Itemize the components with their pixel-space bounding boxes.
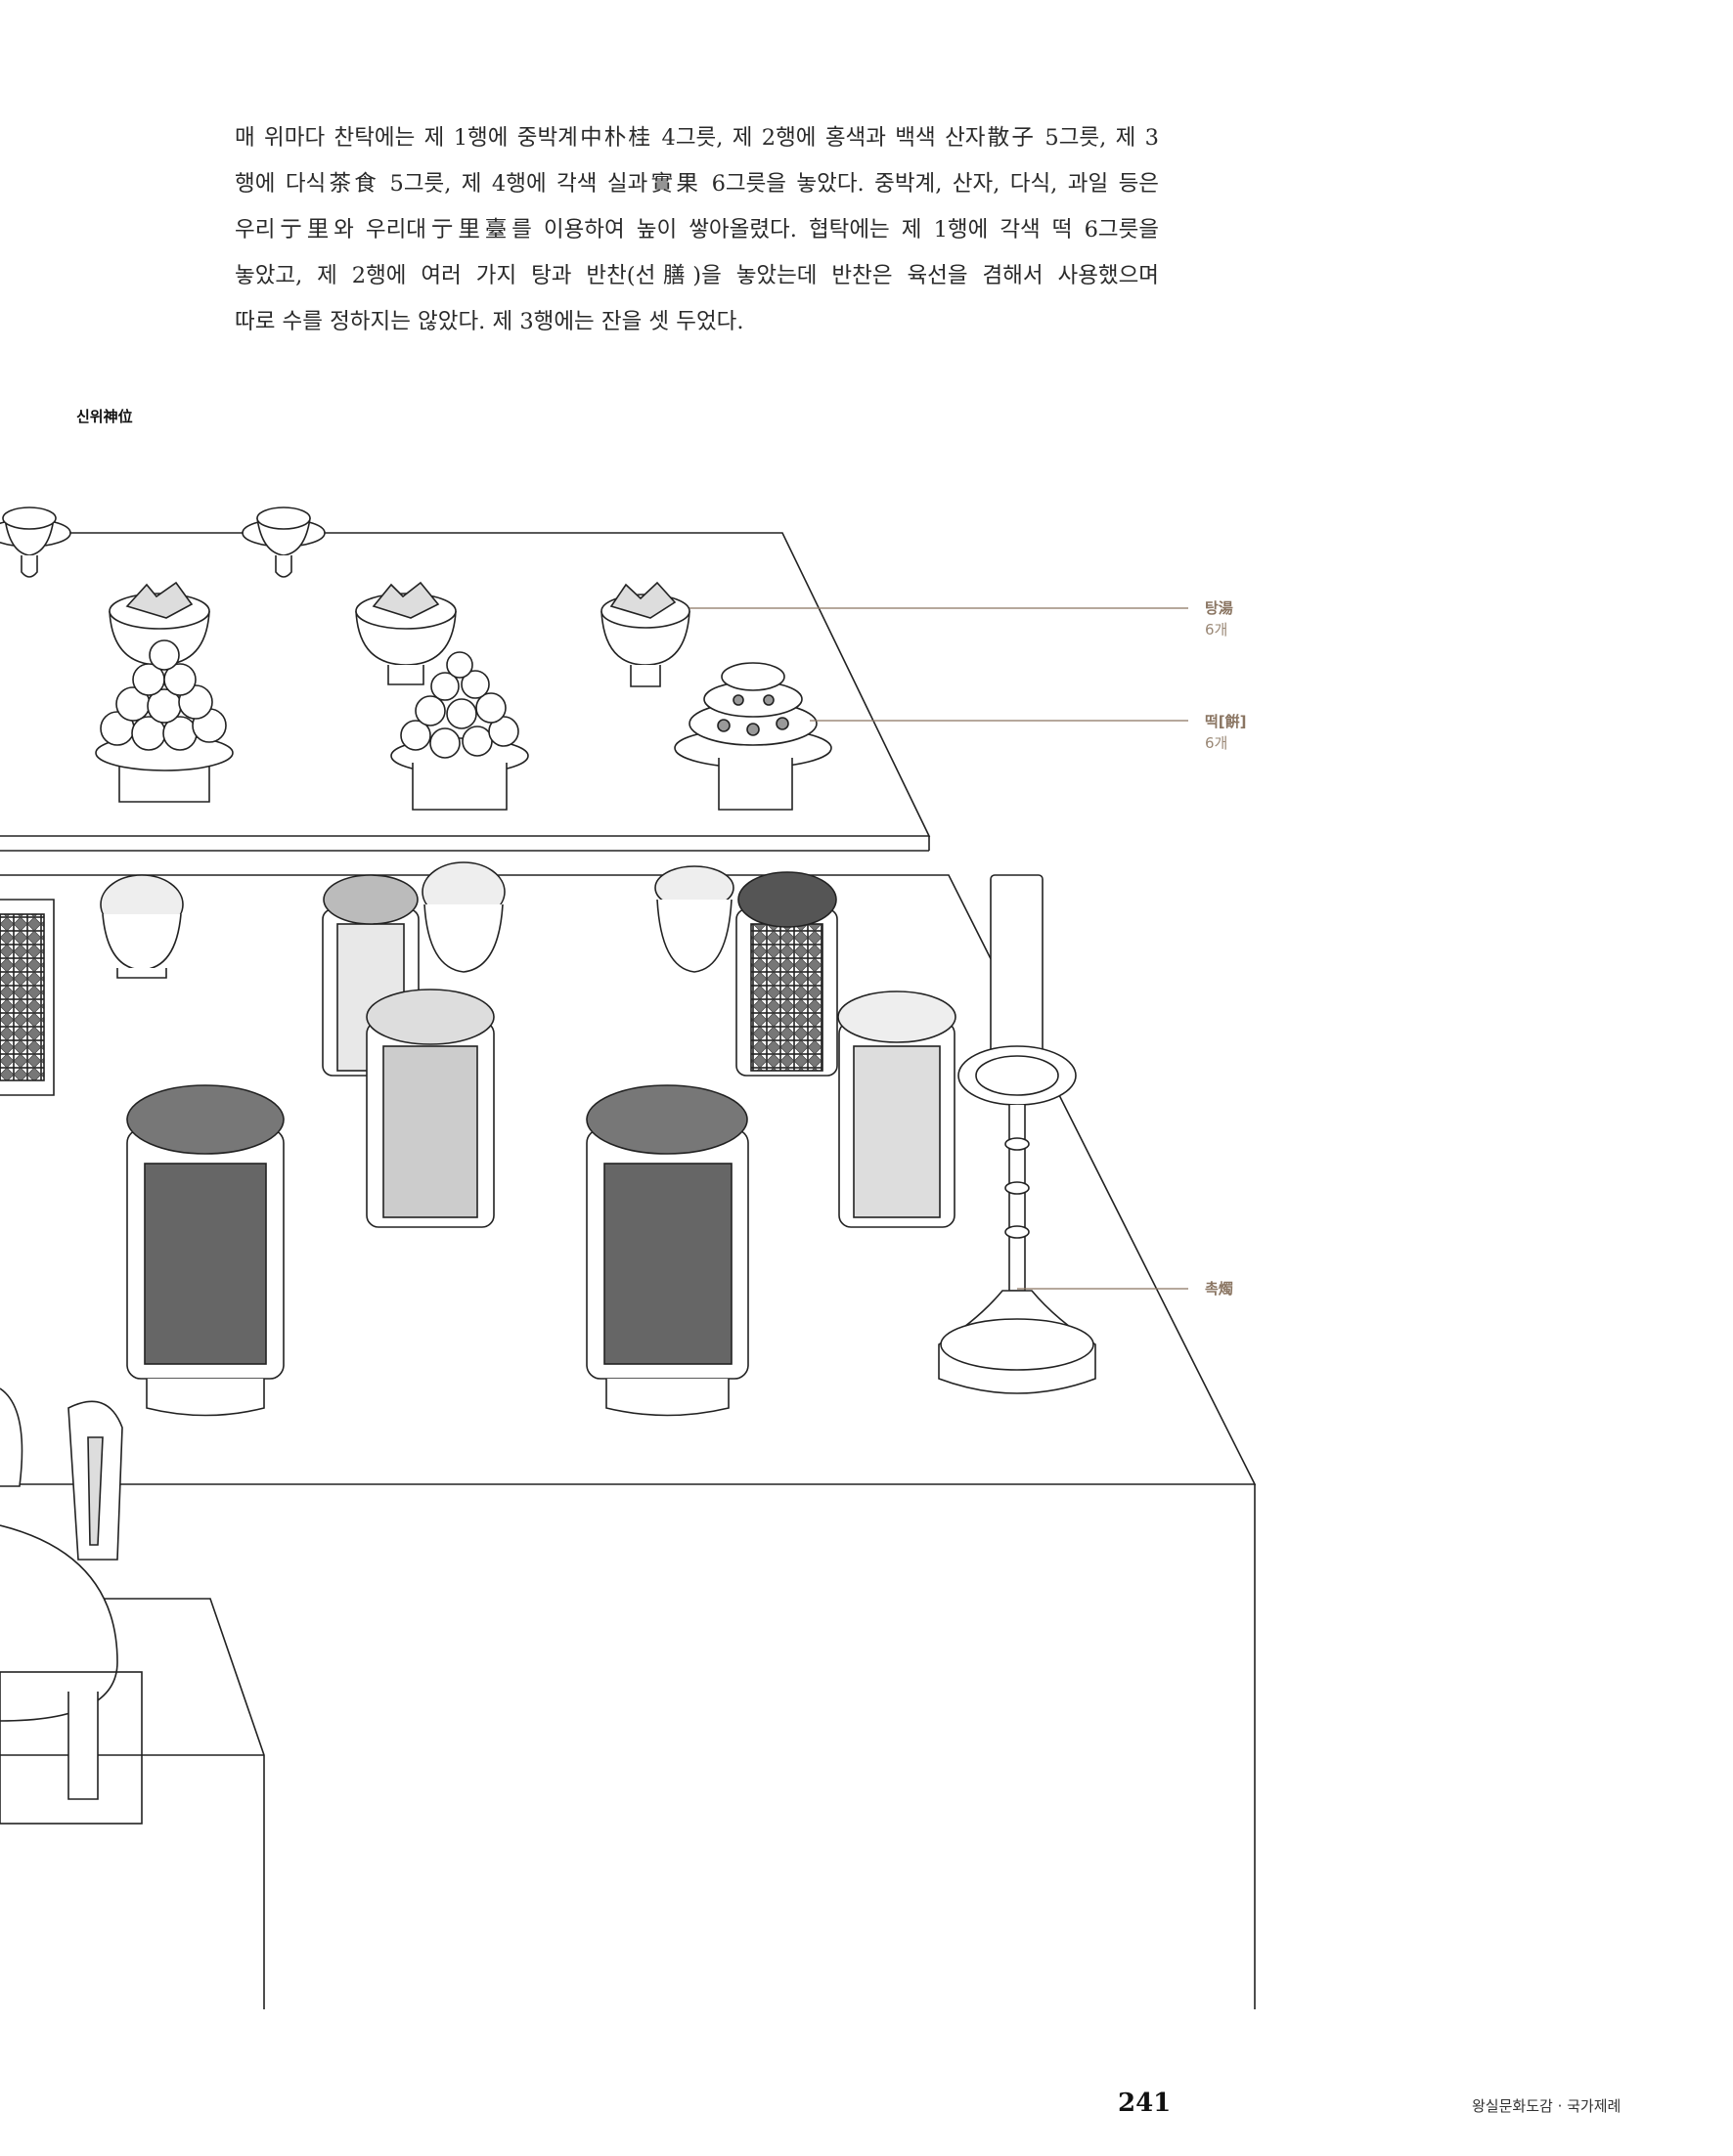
stacked-confection-stand (366, 989, 495, 1228)
fruit-bowl (422, 861, 506, 973)
body-paragraph: 매 위마다 찬탁에는 제 1행에 중박계中朴桂 4그릇, 제 2행에 홍색과 백… (235, 115, 1159, 345)
body-line: 놓았고, 제 2행에 여러 가지 탕과 반찬(선膳)을 놓았는데 반찬은 육선을… (235, 263, 1159, 288)
callout-candle: 촉燭 (1205, 1278, 1233, 1299)
body-line: 우리亍里와 우리대亍里臺를 이용하여 높이 쌓아올렸다. 협탁에는 제 1행에 … (235, 217, 1159, 242)
callout-count: 6개 (1205, 734, 1228, 752)
incense-burner (0, 1387, 143, 1825)
lower-table (0, 874, 1257, 2009)
body-line: 매 위마다 찬탁에는 제 1행에 중박계中朴桂 4그릇, 제 2행에 홍색과 백… (235, 125, 1159, 151)
running-title: 왕실문화도감 · 국가제례 (1472, 2097, 1622, 2115)
section-label: 신위神位 (76, 408, 133, 425)
callout-soup: 탕湯 6개 (1205, 597, 1233, 640)
rice-cake-stand (390, 651, 529, 811)
body-line: 따로 수를 정하지는 않았다. 제 3행에는 잔을 셋 두었다. (235, 309, 744, 334)
front-table (0, 1598, 265, 2009)
cup (242, 506, 326, 578)
fruit-bowl (100, 874, 184, 979)
callout-rice-cake: 떡[餠] 6개 (1205, 711, 1247, 754)
body-line: 행에 다식茶食 5그릇, 제 4행에 각색 실과實果 6그릇을 놓았다. 중박계… (235, 171, 1159, 197)
callout-title: 탕湯 (1205, 599, 1233, 617)
callout-title: 떡[餠] (1205, 713, 1247, 730)
rice-cake-stand (674, 662, 832, 811)
stacked-confection-stand (0, 899, 55, 1096)
fruit-bowl (654, 865, 734, 973)
stacked-confection-stand (126, 1084, 285, 1417)
cup (0, 506, 71, 578)
soup-bowl (600, 581, 690, 687)
upper-table (0, 532, 931, 852)
candlestick (938, 874, 1096, 1394)
soup-bowl (355, 581, 457, 685)
rice-cake-stand (95, 639, 234, 803)
stacked-confection-stand (837, 990, 956, 1228)
callout-count: 6개 (1205, 621, 1228, 638)
page-number: 241 (1118, 2089, 1172, 2118)
stacked-confection-stand (586, 1084, 749, 1417)
callout-title: 촉燭 (1205, 1280, 1233, 1298)
stacked-confection-stand (735, 871, 838, 1077)
